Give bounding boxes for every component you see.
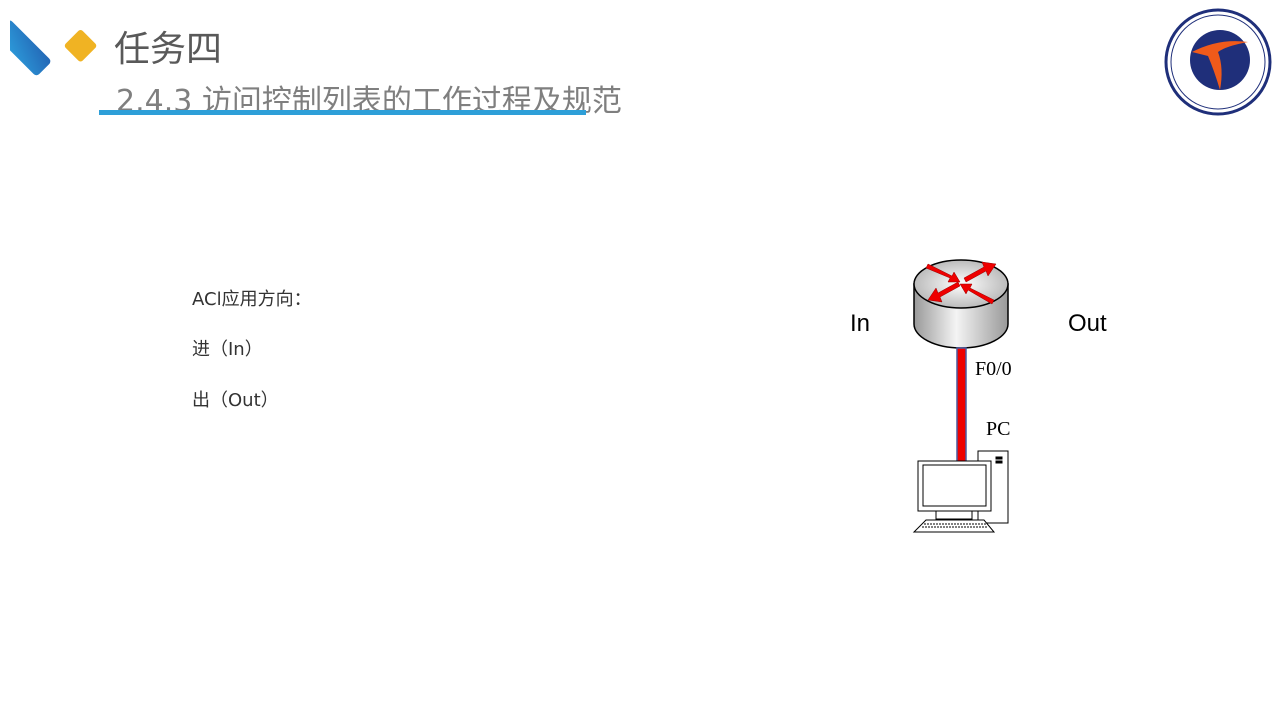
interface-label: F0/0 — [975, 358, 1012, 380]
pc-icon — [912, 450, 1009, 533]
brand-mark-icon — [0, 18, 102, 84]
content-item: 进（In） — [192, 339, 263, 360]
out-label: Out — [1068, 310, 1107, 337]
network-diagram — [912, 259, 1009, 533]
in-label: In — [850, 310, 871, 337]
pc-label: PC — [986, 418, 1011, 440]
content-item: ACl应用方向： — [192, 289, 312, 310]
title-underline — [99, 110, 586, 115]
slide-title: 任务四 — [114, 29, 223, 70]
router-icon — [913, 259, 1009, 349]
ethernet-link — [956, 347, 967, 467]
content-item: 出（Out） — [192, 390, 279, 411]
school-logo — [1164, 8, 1272, 116]
